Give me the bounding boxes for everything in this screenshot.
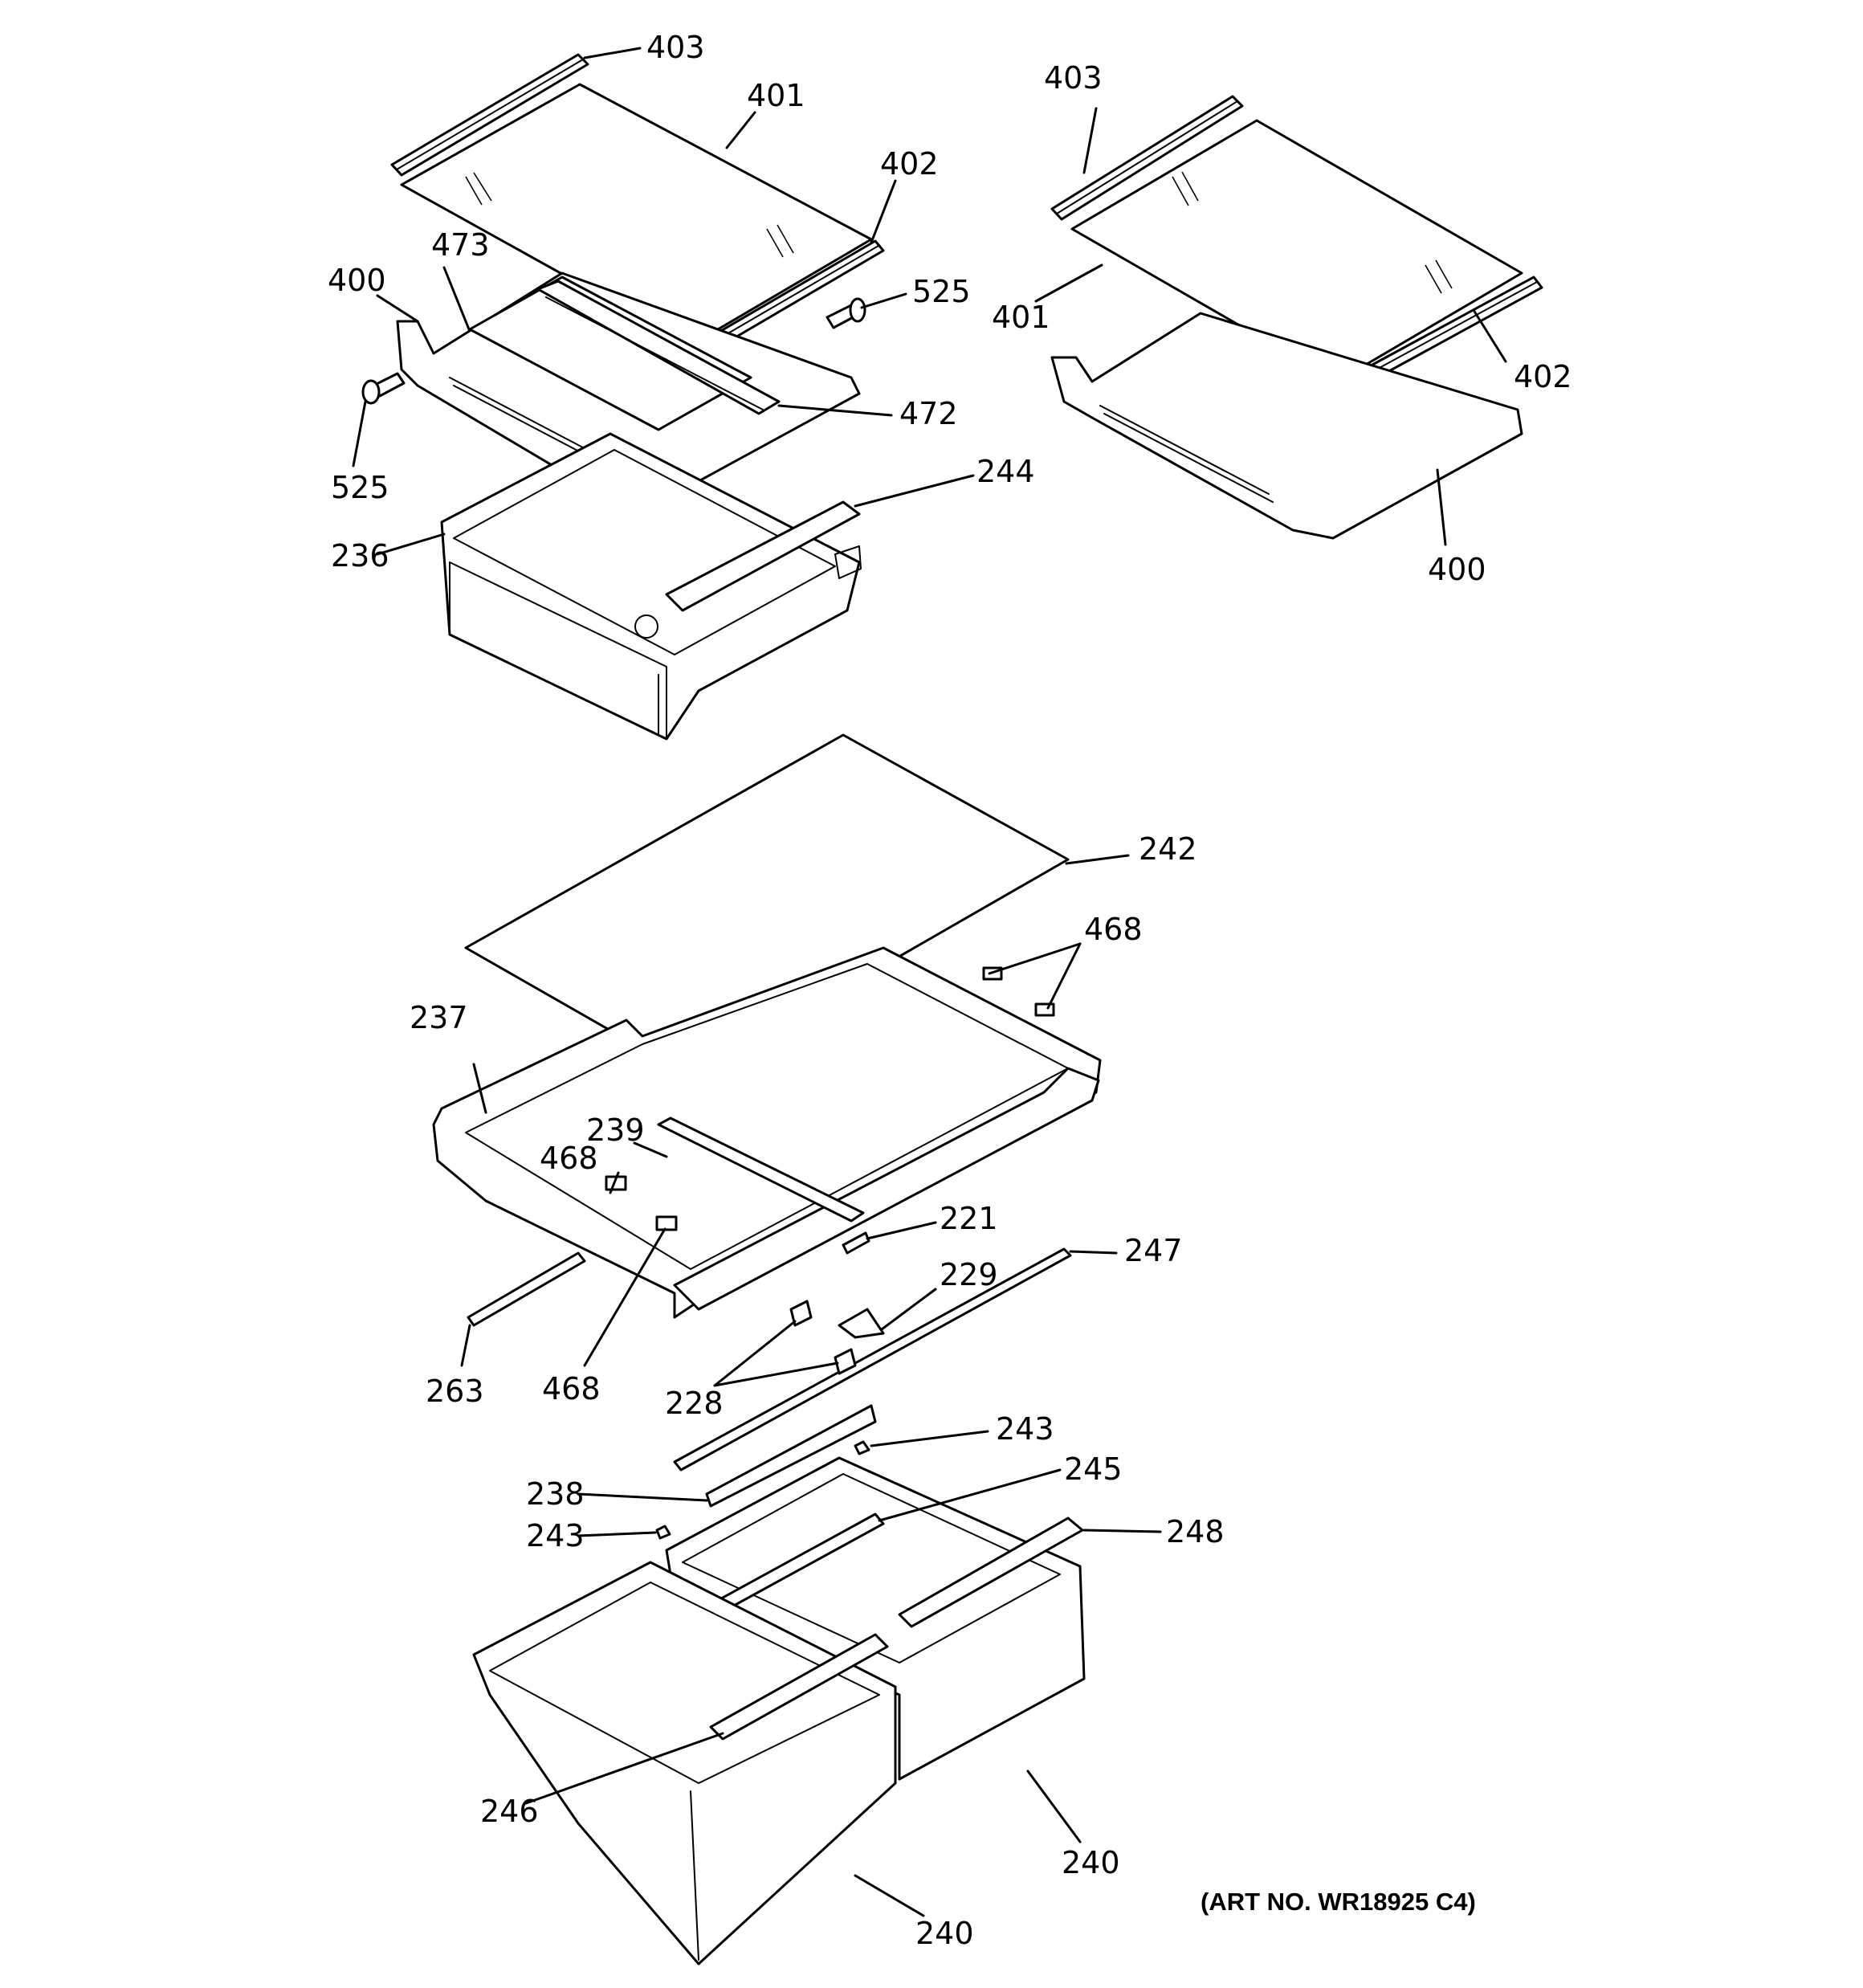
callout-401-right: 401 — [992, 300, 1050, 335]
leader-lines — [352, 47, 1507, 1917]
shelf-frame-400-right — [1050, 312, 1523, 540]
callout-243-left: 243 — [526, 1518, 585, 1553]
callout-237: 237 — [410, 1000, 468, 1035]
callout-402-right: 402 — [1514, 359, 1572, 394]
slide-rail-247 — [673, 1247, 1072, 1472]
clip-468-upper-right-b — [1034, 1002, 1055, 1017]
right-shelf-assembly — [1050, 95, 1543, 540]
callout-402-left: 402 — [880, 146, 939, 182]
crisper-cover-front-edge — [673, 1067, 1100, 1311]
drawer-cover-244 — [665, 500, 861, 612]
drawer-slide-238 — [705, 1404, 877, 1508]
bumper-243-left — [655, 1525, 671, 1540]
callout-400-left: 400 — [328, 263, 386, 298]
pin-221 — [842, 1231, 870, 1255]
callout-248: 248 — [1166, 1514, 1225, 1549]
callout-246: 246 — [480, 1794, 539, 1829]
left-shelf-assembly — [361, 53, 885, 741]
callout-473: 473 — [431, 227, 490, 263]
screw-525-left — [361, 372, 406, 405]
callout-525-left: 525 — [331, 470, 389, 505]
cam-228-upper — [789, 1300, 813, 1327]
callout-468-front: 468 — [542, 1371, 601, 1406]
center-divider-239 — [657, 1116, 865, 1223]
callout-236: 236 — [331, 538, 389, 574]
clip-468-front — [655, 1215, 678, 1231]
callout-243-right: 243 — [996, 1411, 1054, 1447]
callout-401-left: 401 — [747, 78, 805, 113]
art-number: (ART NO. WR18925 C4) — [1201, 1888, 1476, 1916]
callout-263: 263 — [426, 1374, 484, 1409]
drawer-handle-248 — [898, 1517, 1084, 1628]
lever-229 — [838, 1308, 885, 1339]
side-rail-263 — [467, 1251, 586, 1327]
callout-472: 472 — [899, 396, 958, 431]
crisper-cover-assembly — [432, 733, 1102, 1472]
callout-228: 228 — [665, 1386, 724, 1421]
callout-221: 221 — [940, 1201, 998, 1236]
callout-468-left: 468 — [540, 1141, 598, 1176]
callout-400-right: 400 — [1428, 552, 1486, 587]
callout-239: 239 — [586, 1112, 645, 1148]
crisper-drawer-240-left — [472, 1561, 897, 1966]
callout-240-right: 240 — [1062, 1845, 1120, 1880]
callout-229: 229 — [940, 1257, 998, 1292]
screw-525-right — [826, 297, 866, 329]
callout-468-upper: 468 — [1084, 912, 1143, 947]
drawer-slide-472 — [536, 280, 781, 415]
callout-403-right: 403 — [1044, 60, 1103, 96]
callout-242: 242 — [1139, 831, 1197, 867]
bumper-243-right — [854, 1440, 870, 1455]
deli-drawer-236 — [440, 432, 861, 741]
callout-labels: 403 401 402 473 400 525 525 472 244 236 … — [328, 30, 1572, 1951]
callout-403-left: 403 — [646, 30, 705, 65]
callout-247: 247 — [1124, 1233, 1183, 1268]
crisper-cover-frame-237 — [432, 946, 1102, 1319]
callout-244: 244 — [976, 454, 1035, 489]
crisper-drawers — [472, 1404, 1086, 1966]
callout-238: 238 — [526, 1476, 585, 1512]
callout-245: 245 — [1064, 1451, 1123, 1487]
slide-rail-473 — [468, 276, 752, 431]
callout-240-left: 240 — [915, 1916, 974, 1951]
cam-228-lower — [834, 1348, 857, 1375]
callout-525-right: 525 — [912, 274, 971, 309]
